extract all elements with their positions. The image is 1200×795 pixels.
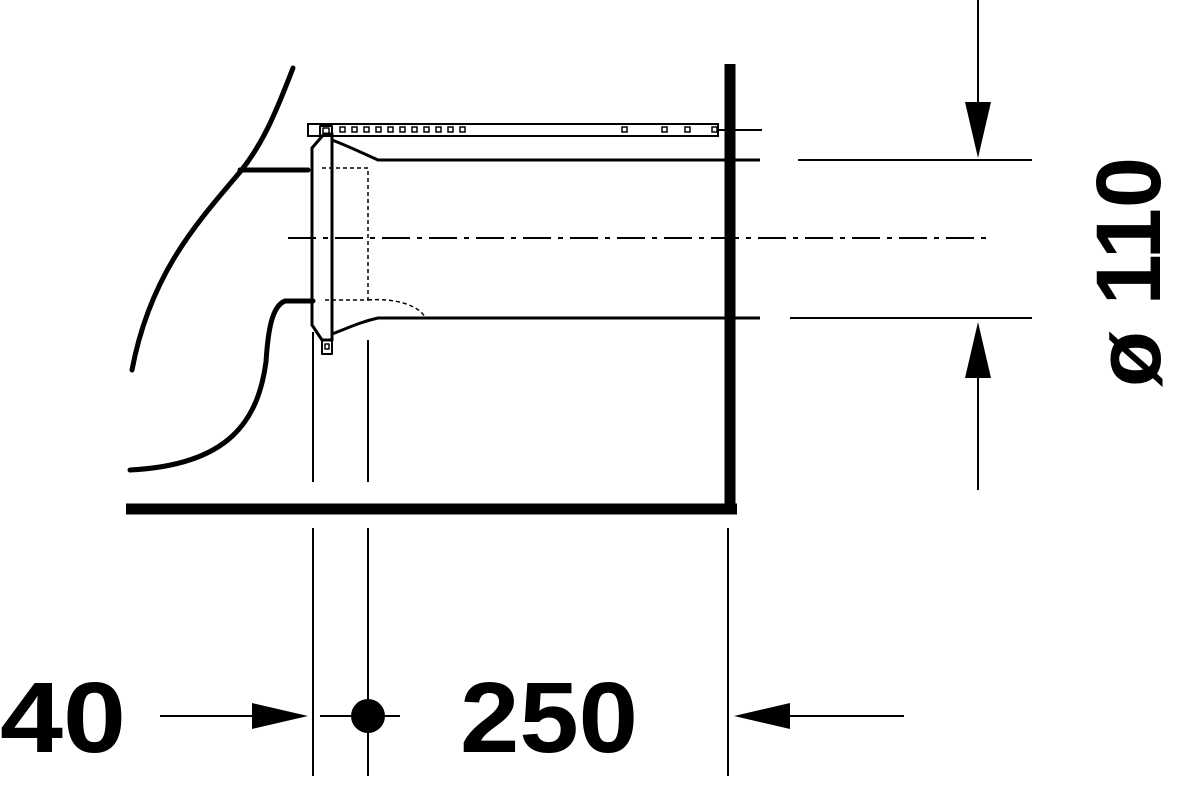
connector-inner-top [322, 167, 369, 301]
connector-flare-top [331, 138, 760, 162]
arrowhead-40 [252, 703, 308, 729]
diameter-label: ø 110 [1078, 157, 1180, 387]
diameter-dimension [790, 0, 1032, 490]
connector-top-screw [319, 125, 333, 137]
arrowhead-250 [734, 703, 790, 729]
floor-and-wall [126, 64, 737, 515]
connector-inner-tip [367, 298, 426, 318]
diameter-arrowhead-top [965, 102, 991, 158]
bowl-upper-curve [129, 65, 296, 373]
connector-bottom-screw [321, 339, 333, 355]
pipe-center-dot [351, 699, 385, 733]
offset-label-40: 40 [0, 662, 126, 774]
rail-holes [339, 126, 718, 133]
connector-flare-bottom [331, 316, 760, 336]
distance-label-250: 250 [460, 662, 638, 774]
top-rail [307, 123, 762, 137]
diameter-arrowhead-bottom [965, 322, 991, 378]
outlet-connector [310, 125, 760, 355]
bowl-lower-curve [127, 298, 316, 473]
toilet-bowl-outline [127, 65, 316, 473]
